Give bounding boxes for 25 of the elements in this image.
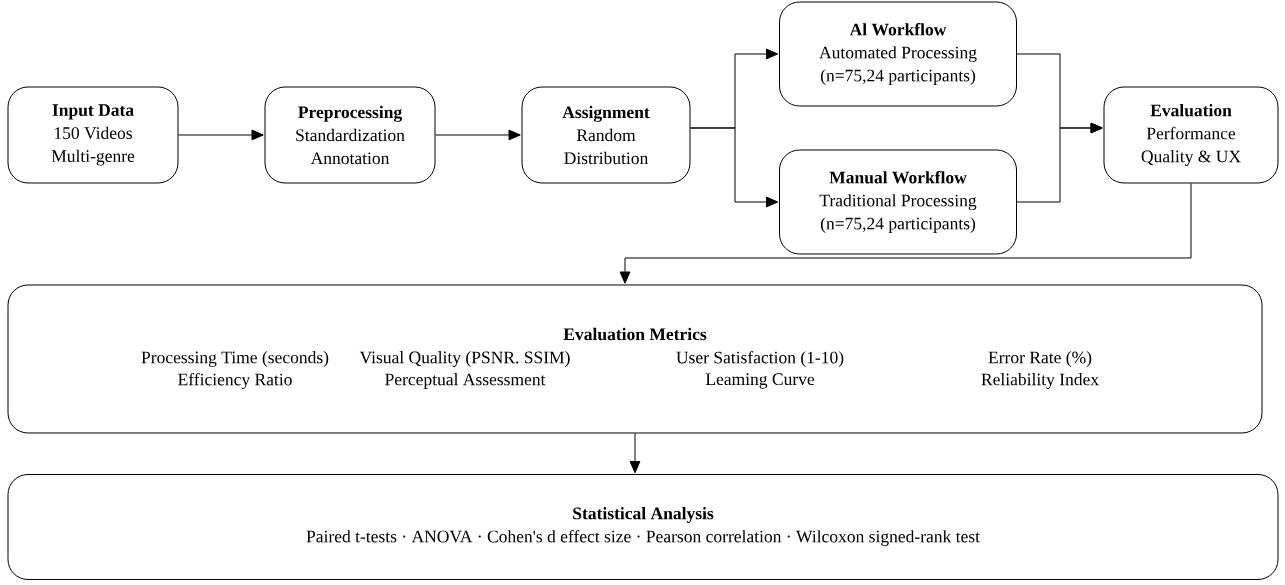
process-box: Evaluation Performance Quality & UX	[1103, 86, 1279, 184]
arrow	[619, 183, 1192, 284]
metric-label: Perceptual Assessment	[385, 373, 546, 389]
metric-label: Processing Time (seconds)	[141, 351, 329, 367]
box-heading: Statistical Analysis	[573, 507, 714, 523]
metric-label: Efficiency Ratio	[178, 372, 292, 390]
metric-label: Error Rate (%)	[988, 351, 1092, 367]
process-box: Manual Workflow Traditional Processing (n=75,24 participants)	[779, 149, 1017, 255]
process-box: Input Data 150 Videos Multi-genre	[7, 86, 179, 184]
arrow	[629, 433, 641, 474]
metrics-box	[7, 284, 1263, 434]
metric-label: User Satisfaction (1-10)	[676, 350, 844, 367]
metric-label: Visual Quality (PSNR. SSIM)	[359, 351, 570, 367]
arrow	[1016, 122, 1103, 203]
arrow	[690, 127, 779, 208]
arrow	[435, 129, 521, 141]
analysis-box	[7, 474, 1279, 580]
arrow	[178, 129, 264, 141]
process-box: Al Workflow Automated Processing (n=75,24 participants)	[779, 1, 1017, 107]
process-box: Assignment Random Distribution	[521, 86, 691, 184]
method-list: Paired t-tests · ANOVA · Cohen's d effect size · Pearson correlation · Wilcoxon signed-rank test	[306, 529, 980, 547]
metric-label: Reliability Index	[981, 373, 1099, 389]
metric-label: Leaming Curve	[705, 373, 815, 389]
process-box: Preprocessing Standardization Annotation	[264, 86, 436, 184]
box-heading: Evaluation Metrics	[563, 327, 707, 341]
